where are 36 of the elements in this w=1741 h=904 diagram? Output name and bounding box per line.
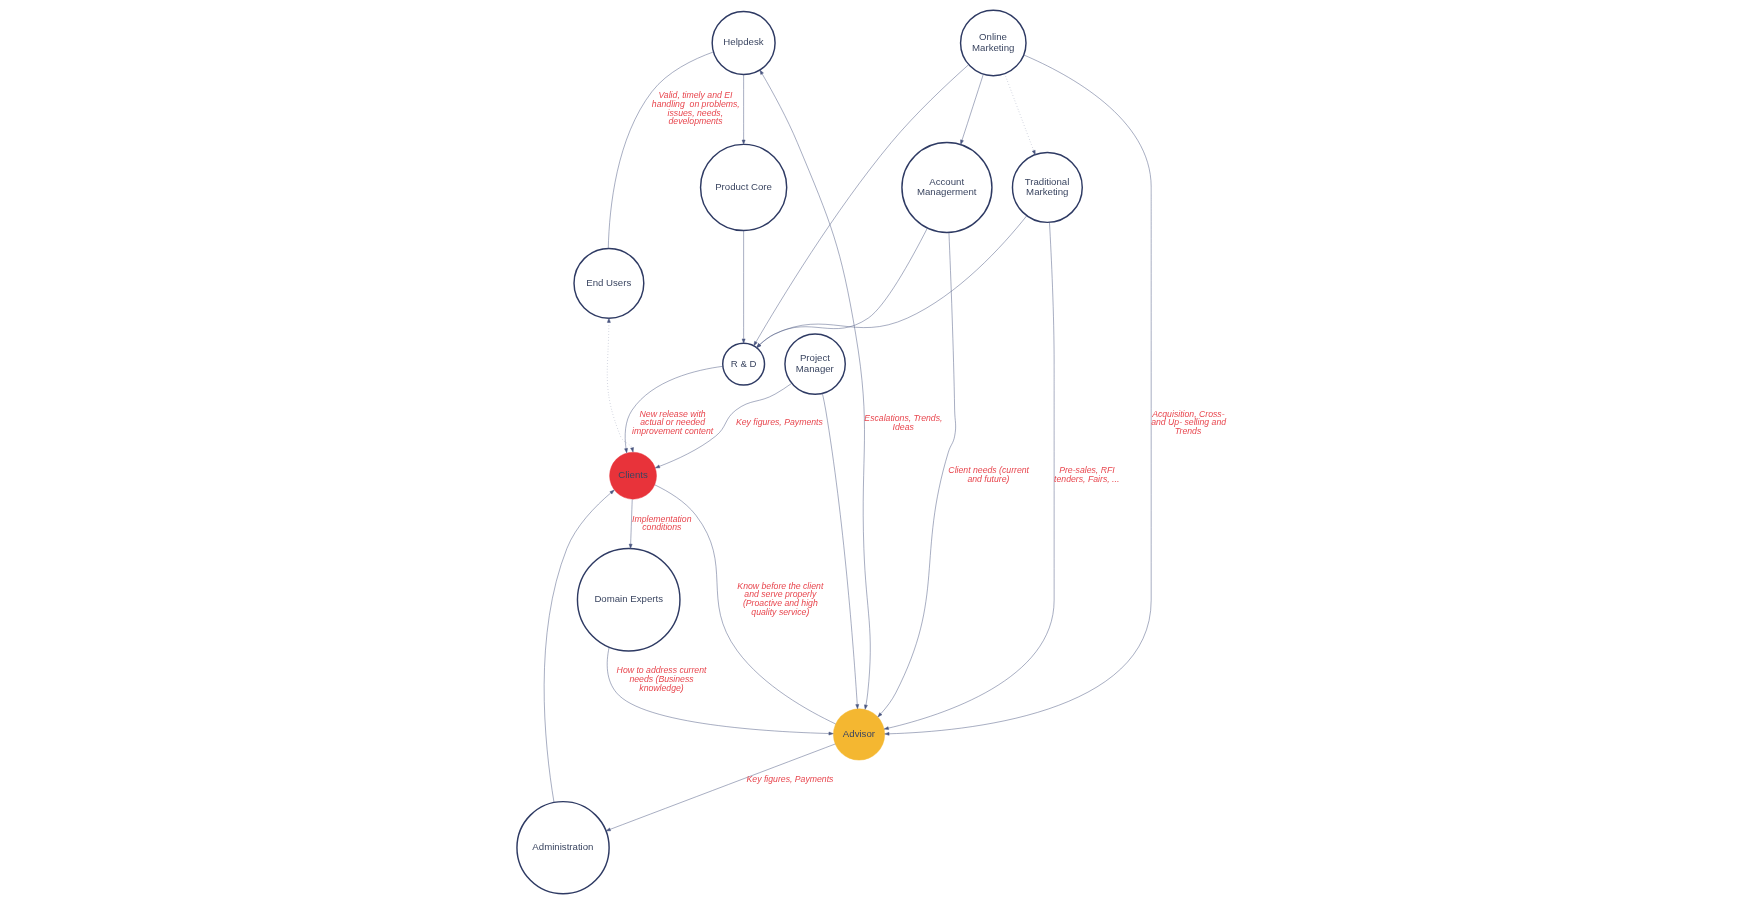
edge-label: How to address current needs (Business knowledge) (616, 665, 706, 693)
arrow (741, 74, 745, 145)
arrow (623, 366, 723, 454)
arrow (606, 317, 634, 453)
arrow (821, 393, 859, 710)
arrow (606, 647, 833, 736)
node-circle: Product Core (699, 143, 787, 232)
edge-label: New release with actual or needed improvement content (631, 408, 713, 436)
edge-label: Client needs (current and future) (947, 465, 1029, 485)
arrow (877, 232, 956, 718)
node-circle: Project Manager (783, 333, 846, 395)
connector (607, 51, 714, 249)
edge-label: Escalations, Trends, Ideas (863, 412, 942, 432)
arrow (755, 215, 1027, 348)
arrow (883, 222, 1054, 730)
arrow (654, 383, 792, 469)
edge-label: Key figures, Payments (735, 416, 823, 427)
arrow (605, 743, 835, 832)
edge-label: Know before the client and serve properly (Proactive and high quality service) (736, 580, 823, 617)
edge-label: Acquisition, Cross- and Up- selling and Trends (1150, 408, 1226, 436)
arrow (543, 489, 614, 803)
arrow (753, 64, 969, 347)
node-circle: Online Marketing (959, 9, 1027, 77)
arrow (755, 227, 928, 349)
edge-label: Pre-sales, RFI tenders, Fairs, ... (1053, 465, 1119, 485)
arrow (1003, 73, 1035, 155)
arrow (959, 74, 984, 145)
node-circle: Domain Experts (576, 547, 681, 652)
arrow (628, 499, 632, 549)
arrow (759, 69, 870, 710)
arrow (741, 230, 745, 344)
node-circle: End Users (572, 247, 644, 319)
edge-label: Key figures, Payments (746, 774, 833, 785)
edge-label: Valid, timely and EI handling on problems, issues, needs, developments (651, 90, 740, 127)
arrow (883, 54, 1151, 736)
edge-label: Implementation conditions (631, 513, 691, 533)
